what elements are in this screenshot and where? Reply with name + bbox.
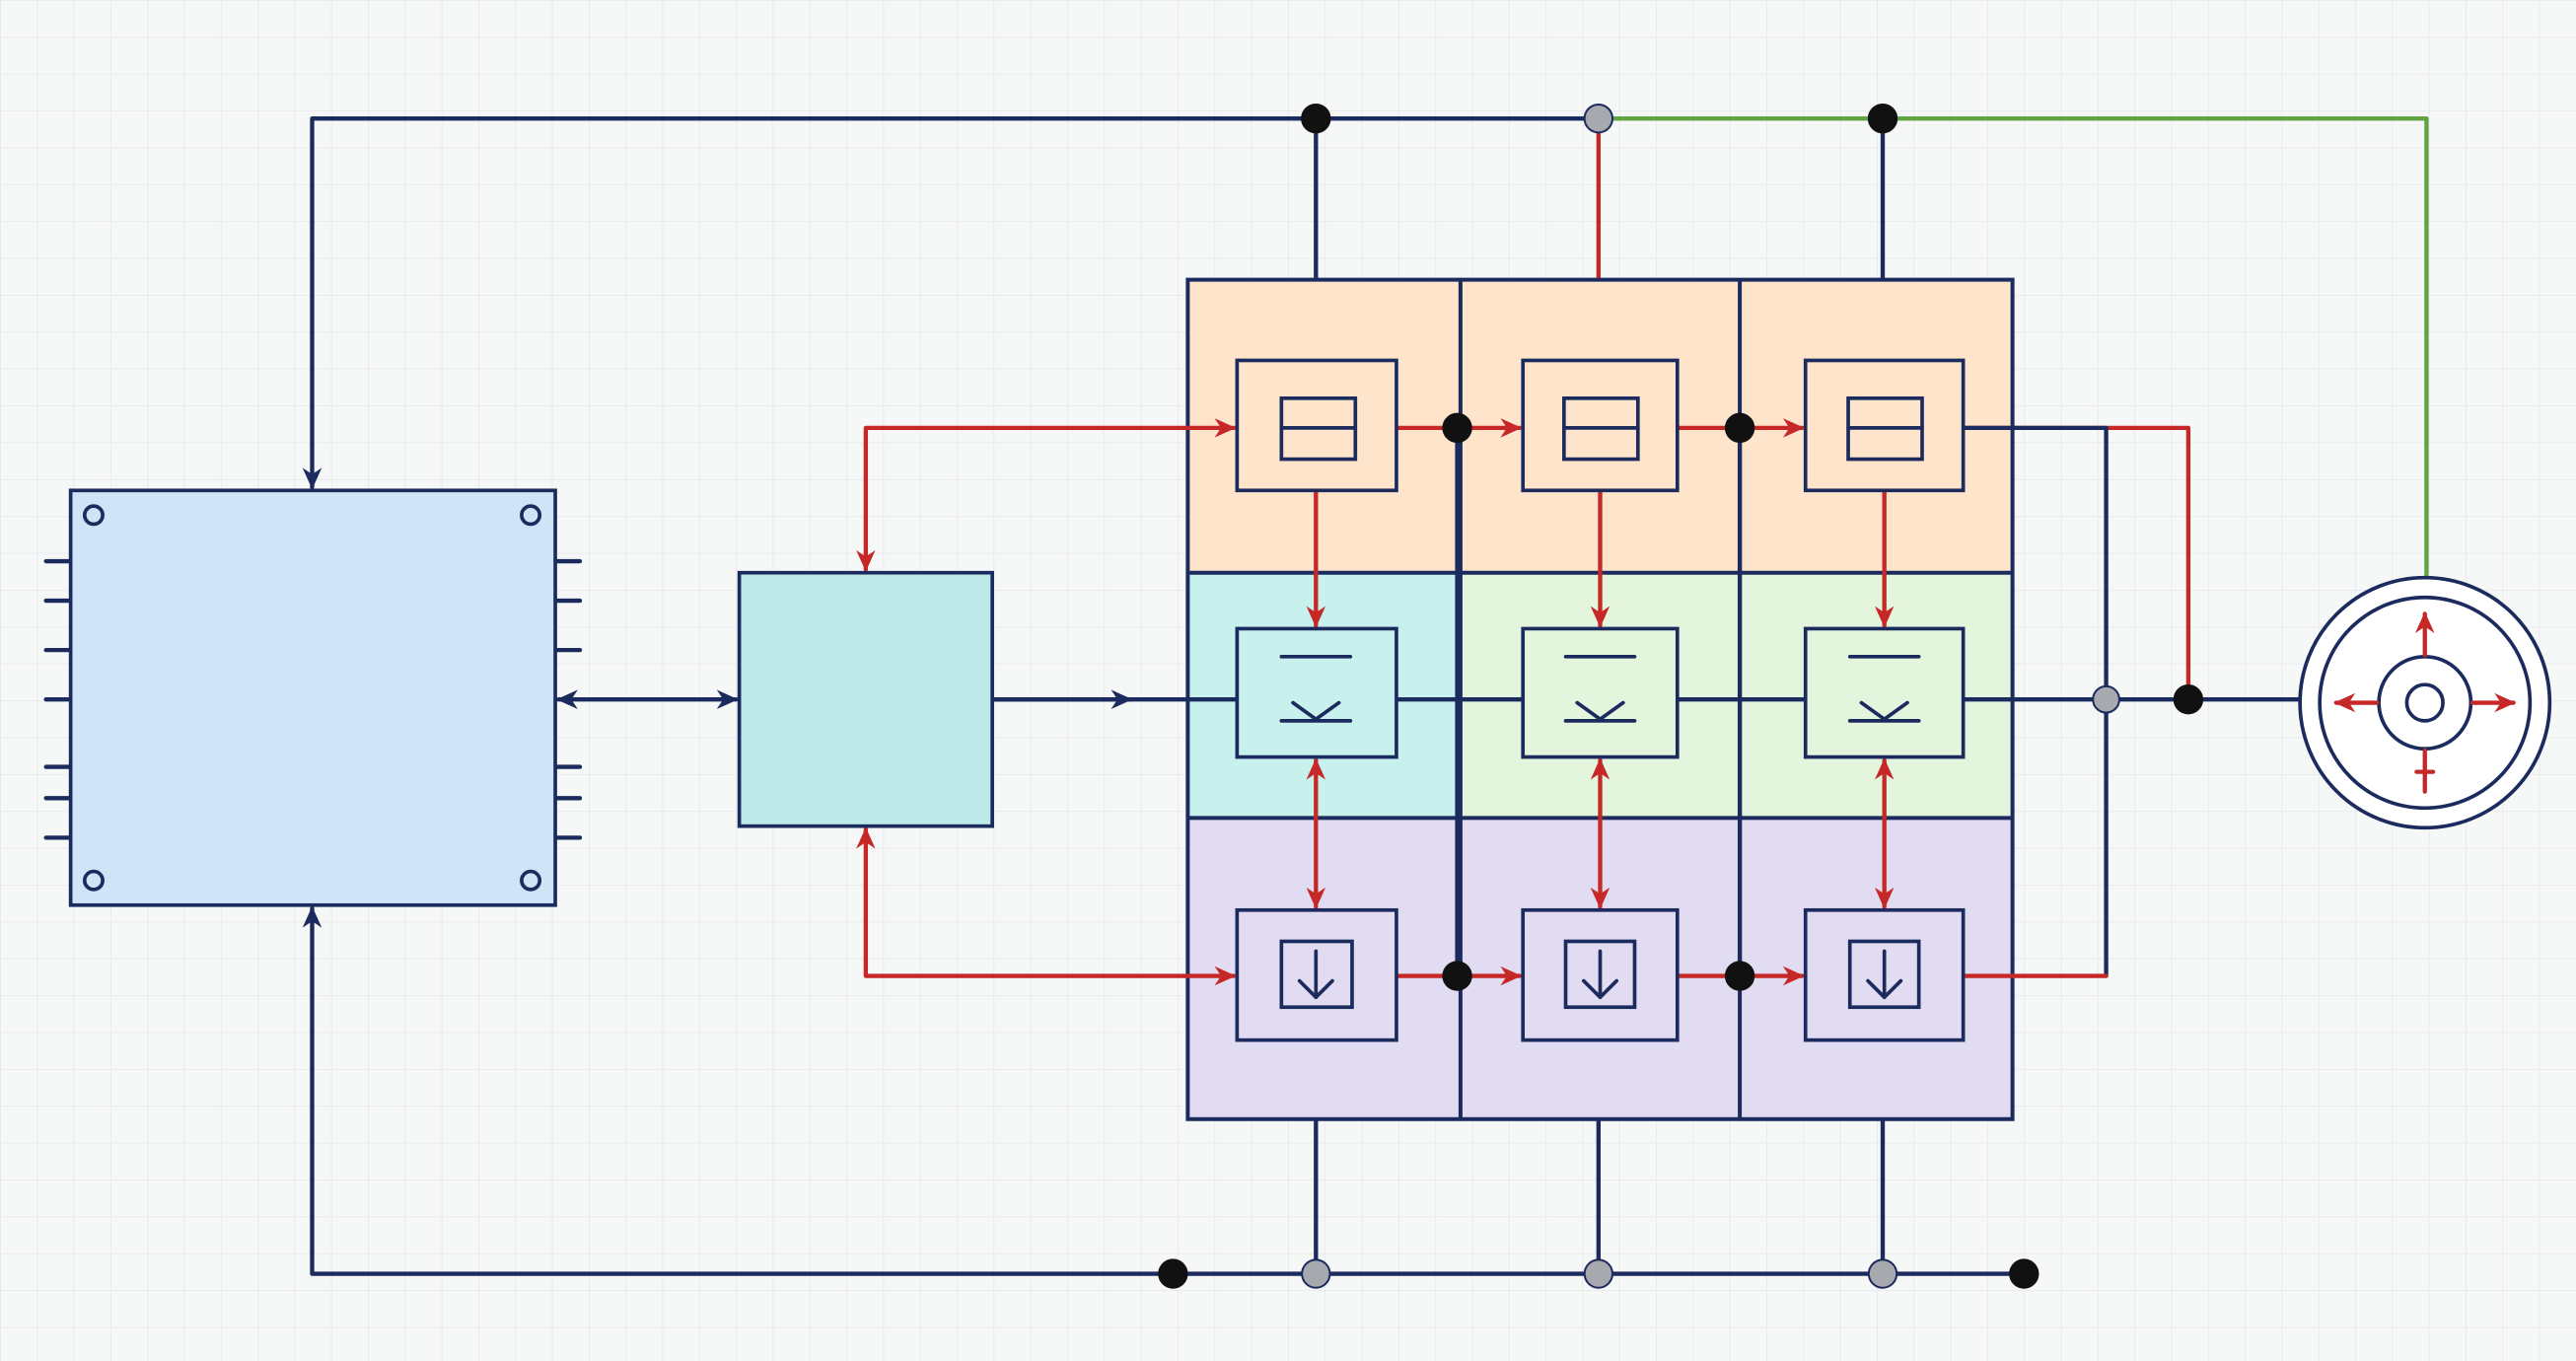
capacitor-icon[interactable] — [1803, 626, 1966, 759]
switch-block-icon[interactable] — [1803, 358, 1966, 493]
middle-to-row3-wire — [856, 826, 1237, 986]
mounting-hole-icon — [82, 869, 105, 892]
junction-dot — [1158, 1258, 1188, 1289]
component-r3-c3-inner — [1847, 939, 1921, 1010]
component-r1-c3[interactable] — [1803, 358, 1966, 493]
junction-dot — [1442, 961, 1472, 991]
junction-dot — [1583, 103, 1613, 134]
component-r2-c1[interactable] — [1235, 626, 1398, 759]
junction-dot — [2092, 684, 2120, 714]
junction-dot — [1867, 1258, 1898, 1289]
component-r2-c3-symbol — [1847, 654, 1921, 723]
bottom-bus-wire — [302, 905, 2027, 1276]
left-wiring — [556, 418, 1237, 986]
component-r3-c2-arrow — [1582, 949, 1618, 1000]
capacitor-icon[interactable] — [1521, 626, 1680, 759]
component-r2-c1-symbol — [1279, 654, 1353, 723]
controller-right-pins — [552, 558, 583, 840]
component-r1-c1[interactable] — [1235, 358, 1398, 493]
component-r1-c2[interactable] — [1521, 358, 1680, 493]
top-bus-navy-wire — [302, 115, 1602, 490]
switch-block-icon[interactable] — [1235, 358, 1398, 493]
down-arrow-block-icon[interactable] — [1803, 907, 1966, 1042]
component-r2-c2[interactable] — [1521, 626, 1680, 759]
junctions — [1158, 103, 2204, 1289]
row2-components — [1235, 626, 1966, 759]
row1-components — [1235, 358, 1966, 493]
controller-pin — [43, 558, 73, 840]
mounting-hole-icon — [82, 504, 105, 527]
junction-dot — [1442, 412, 1472, 444]
component-r2-c2-symbol — [1563, 654, 1637, 723]
junction-dot — [1724, 412, 1755, 444]
motor-symbol-icon[interactable] — [2298, 575, 2552, 830]
motor-outer-ring[interactable] — [2298, 575, 2552, 830]
mounting-hole-icon — [520, 504, 542, 527]
middle-block[interactable] — [737, 570, 994, 828]
component-r3-c2-inner — [1563, 939, 1637, 1010]
motor-shaft — [2404, 682, 2445, 723]
junction-dot — [2173, 684, 2204, 715]
controller-left-pins — [43, 558, 73, 840]
junction-dot — [1867, 103, 1898, 134]
junction-dot — [1301, 1258, 1331, 1289]
down-arrow-block-icon[interactable] — [1235, 907, 1398, 1042]
capacitor-icon[interactable] — [1235, 626, 1398, 759]
junction-dot — [1301, 103, 1331, 134]
row3-components — [1235, 907, 1966, 1042]
controller-body[interactable] — [68, 488, 557, 907]
junction-dot — [1583, 1258, 1613, 1289]
component-r3-c3-arrow — [1866, 949, 1903, 1000]
controller-block[interactable] — [43, 488, 583, 907]
switch-block-icon[interactable] — [1521, 358, 1680, 493]
component-r2-c3[interactable] — [1803, 626, 1966, 759]
row1-output-navy — [1961, 425, 2109, 978]
controller-pin — [552, 558, 583, 840]
down-arrow-block-icon[interactable] — [1521, 907, 1680, 1042]
middle-to-row1-wire — [856, 418, 1237, 572]
component-r3-c1-arrow — [1297, 949, 1334, 1000]
junction-dot — [1724, 961, 1755, 991]
mounting-hole-icon — [520, 869, 542, 892]
component-r3-c1-inner — [1279, 939, 1354, 1010]
junction-dot — [2009, 1258, 2039, 1289]
motor-inner-ring — [2318, 595, 2533, 811]
